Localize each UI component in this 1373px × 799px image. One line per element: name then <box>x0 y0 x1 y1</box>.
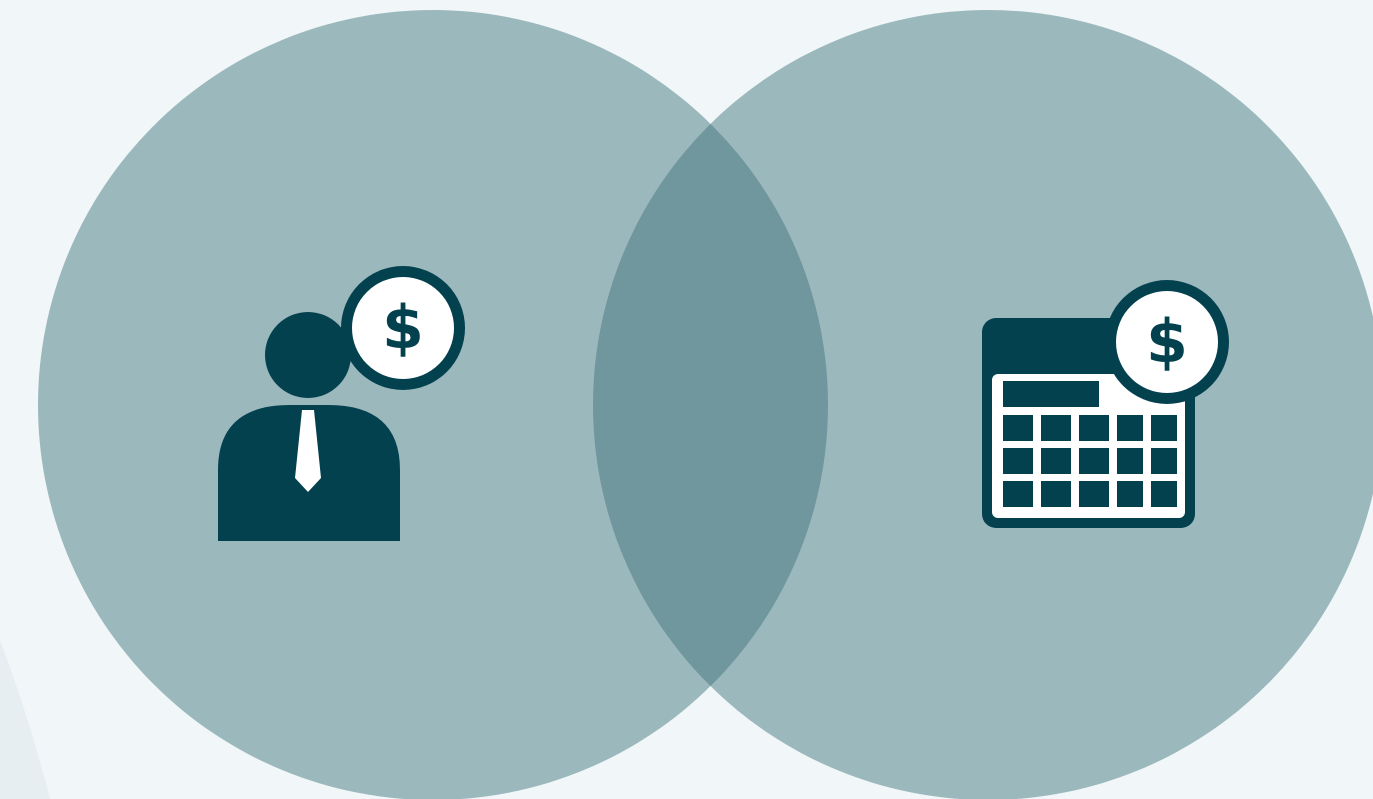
calendar-cell <box>1079 481 1109 507</box>
dollar-coin-icon: $ <box>1105 280 1229 404</box>
calendar-grid <box>1003 415 1177 507</box>
calendar-cell <box>1041 448 1071 474</box>
calendar-cell <box>1151 481 1177 507</box>
dollar-coin-icon: $ <box>341 266 465 390</box>
calendar-cell <box>1003 481 1033 507</box>
background-arc <box>0 640 50 799</box>
calendar-header-bar <box>1003 381 1099 407</box>
calendar-cell <box>1041 415 1071 441</box>
calendar-cell <box>1079 448 1109 474</box>
calendar-cell <box>1117 448 1143 474</box>
calendar-cell <box>1003 415 1033 441</box>
calendar-dollar-icon: $ <box>982 280 1229 528</box>
calendar-cell <box>1003 448 1033 474</box>
calendar-cell <box>1117 415 1143 441</box>
person-tie <box>295 410 321 492</box>
calendar-cell <box>1079 415 1109 441</box>
businessman-dollar-icon: $ <box>218 266 465 541</box>
dollar-sign: $ <box>382 293 424 363</box>
calendar-cell <box>1151 415 1177 441</box>
calendar-cell <box>1117 481 1143 507</box>
person-head <box>265 312 351 398</box>
calendar-cell <box>1151 448 1177 474</box>
venn-circle-left <box>38 10 828 799</box>
calendar-cell <box>1041 481 1071 507</box>
dollar-sign: $ <box>1146 307 1188 377</box>
